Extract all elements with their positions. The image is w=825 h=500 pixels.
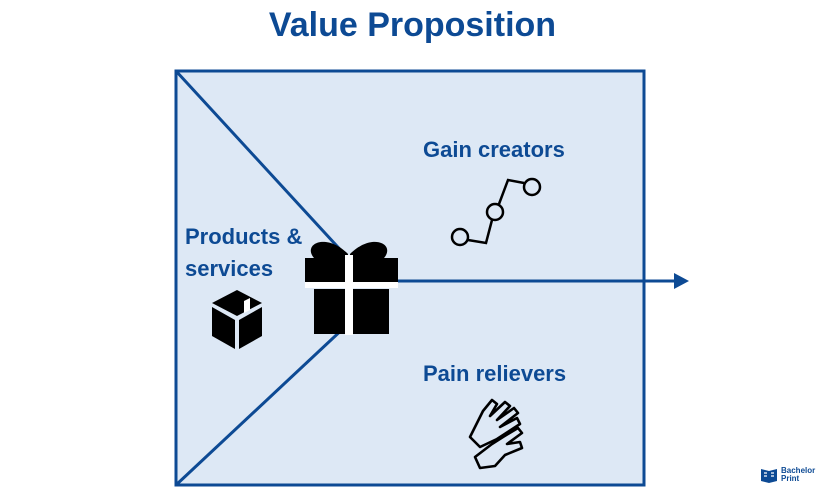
book-logo-icon (761, 469, 777, 483)
logo-text-line2: Print (781, 474, 800, 483)
products-services-label-line1: Products & (185, 224, 303, 249)
products-services-label: Products & services (185, 221, 302, 285)
hands-icon (468, 398, 524, 470)
line-chart-nodes-icon (450, 177, 542, 247)
products-services-label-line2: services (185, 256, 274, 281)
gain-creators-label: Gain creators (423, 137, 565, 162)
divider-top (174, 69, 349, 259)
pain-relievers-label: Pain relievers (423, 361, 567, 386)
arrow-head-icon (674, 273, 689, 289)
divider-bottom (174, 323, 349, 487)
box-icon (212, 290, 262, 349)
value-proposition-square (174, 69, 646, 487)
logo-text-line1: Bachelor (781, 466, 816, 475)
diagram-title: Value Proposition (268, 6, 557, 44)
gift-icon (305, 241, 398, 335)
bachelor-print-logo: Bachelor Print (760, 466, 815, 484)
logo-text: Bachelor Print (781, 467, 815, 483)
